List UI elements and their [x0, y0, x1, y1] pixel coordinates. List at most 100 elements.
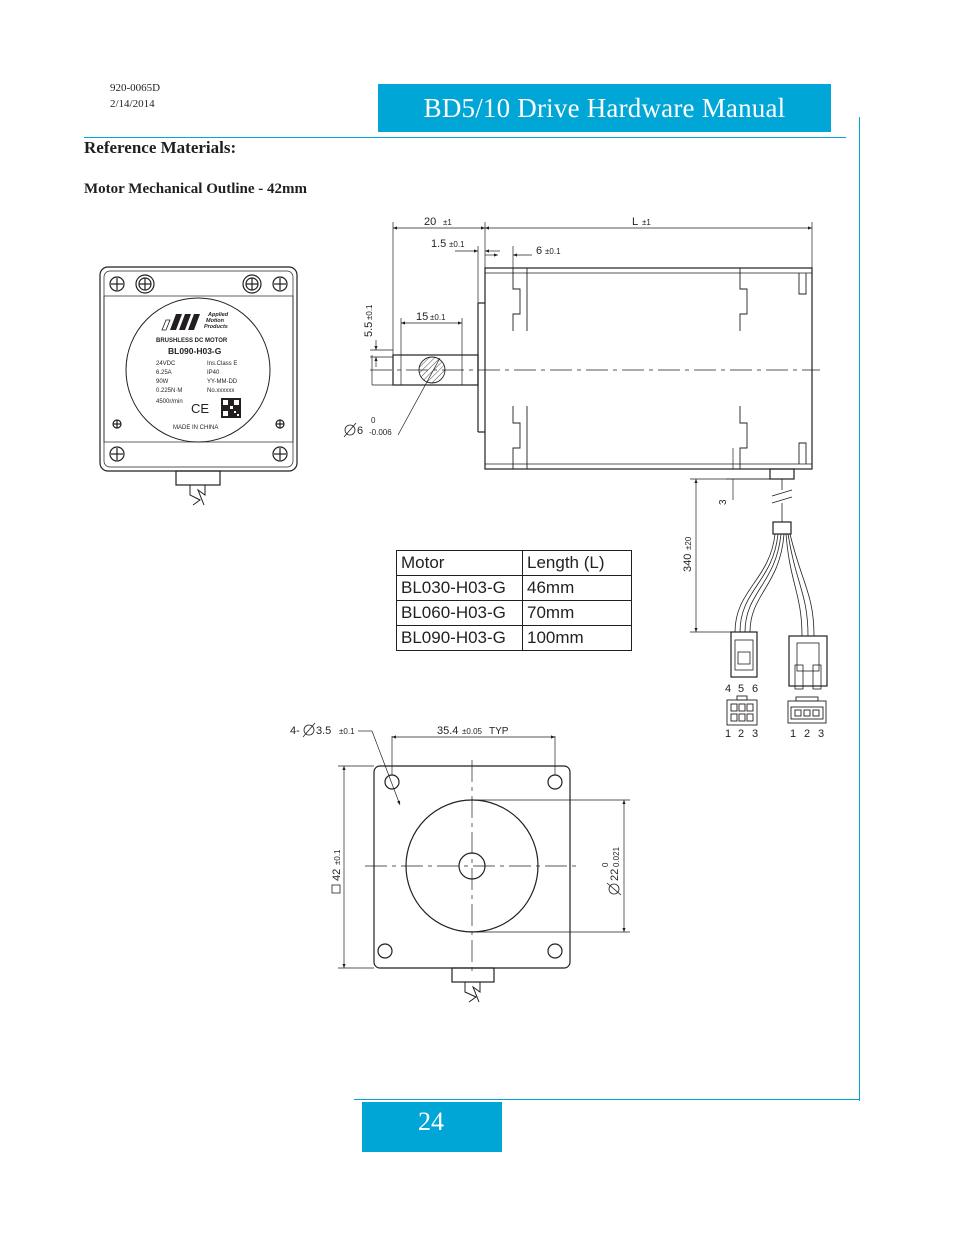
ce-mark-icon: CE — [191, 401, 209, 416]
table-row: BL090-H03-G 100mm — [396, 625, 632, 651]
dim-42-tol: ±0.1 — [333, 849, 342, 865]
brand-line2: Motion — [206, 318, 225, 324]
dim-L: L — [632, 216, 638, 228]
holes-count: 4- — [290, 725, 300, 737]
mounting-hole-icon — [272, 446, 288, 462]
motor-label-plate: Applied Motion Products BRUSHLESS DC MOT… — [156, 312, 241, 431]
spec-ip: IP40 — [207, 370, 220, 376]
dim-1-5-tol: ±0.1 — [449, 240, 465, 249]
diameter-icon — [606, 882, 622, 896]
table-header: Length (L) — [522, 550, 632, 576]
spec-speed: 4500r/min — [156, 399, 183, 405]
brand-line3: Products — [204, 324, 228, 330]
dim-6-tol: ±0.1 — [545, 247, 561, 256]
table-cell: 100mm — [522, 625, 632, 651]
pin-2a: 2 — [738, 728, 744, 740]
motor-front-view-outline — [365, 760, 580, 1003]
pilot-tol-lower: 0.021 — [612, 846, 621, 867]
dim-20-tol: ±1 — [443, 218, 452, 227]
table-cell: BL090-H03-G — [396, 625, 523, 651]
spec-date: YY-MM-DD — [207, 379, 238, 385]
footer-rule — [354, 1099, 860, 1100]
made-in-china: MADE IN CHINA — [173, 425, 218, 431]
spec-current: 6.25A — [156, 370, 172, 376]
motor-side-view — [370, 267, 828, 690]
page-number: 24 — [362, 1102, 502, 1152]
hole-diameter: 3.5 — [316, 725, 331, 737]
table-header-row: Motor Length (L) — [396, 550, 632, 576]
brand-line1: Applied — [207, 312, 229, 318]
hole-tol: ±0.1 — [339, 727, 355, 736]
mounting-hole-icon — [135, 274, 155, 294]
table-row: BL030-H03-G 46mm — [396, 575, 632, 601]
dim-3: 3 — [718, 499, 729, 505]
pilot-diameter: 22 — [609, 869, 621, 881]
table-cell: BL060-H03-G — [396, 600, 523, 626]
table-cell: BL030-H03-G — [396, 575, 523, 601]
dim-340-tol: ±20 — [684, 536, 693, 550]
shaft-tol-upper: 0 — [371, 416, 376, 425]
dim-5-5-tol: ±0.1 — [365, 304, 374, 320]
pin-4: 4 — [725, 683, 731, 695]
mounting-hole-icon — [242, 274, 262, 294]
spec-insulation: Ins.Class E — [207, 361, 237, 367]
model-number: BL090-H03-G — [168, 346, 222, 356]
dim-6: 6 — [536, 245, 542, 257]
pin-1b: 1 — [790, 728, 796, 740]
table-header: Motor — [396, 550, 523, 576]
table-cell: 46mm — [522, 575, 632, 601]
dim-340: 340 — [682, 554, 694, 572]
motor-length-table: Motor Length (L) BL030-H03-G 46mm BL060-… — [396, 550, 632, 651]
side-view-dimensions — [370, 222, 813, 633]
pilot-tol-upper: 0 — [601, 862, 610, 867]
table-row: BL060-H03-G 70mm — [396, 600, 632, 626]
connector-faces: 4 5 6 1 2 3 1 2 3 — [725, 683, 827, 740]
mounting-hole-icon — [112, 419, 122, 429]
document-number: 920-0065D — [110, 82, 161, 94]
six-pin-connector-icon — [726, 695, 758, 726]
manual-title-bar: BD5/10 Drive Hardware Manual — [378, 84, 831, 132]
diameter-icon — [343, 422, 357, 438]
dim-35-4-typ: TYP — [489, 726, 509, 737]
spec-serial: No.xxxxxx — [207, 388, 234, 394]
document-date: 2/14/2014 — [110, 98, 155, 110]
applied-motion-logo — [161, 314, 200, 331]
pin-1a: 1 — [725, 728, 731, 740]
header-rule — [84, 137, 846, 138]
table-cell: 70mm — [522, 600, 632, 626]
front-view-dimension-labels: 4- 3.5 ±0.1 35.4 ±0.05 TYP 42 ±0.1 22 0 … — [290, 722, 622, 896]
mounting-hole-icon — [272, 276, 288, 292]
product-type: BRUSHLESS DC MOTOR — [156, 338, 228, 344]
three-pin-connector-icon — [787, 696, 827, 724]
spec-voltage: 24VDC — [156, 361, 176, 367]
section-title: Reference Materials: — [84, 138, 237, 157]
spec-torque: 0.225N·M — [156, 388, 182, 394]
document-meta: 920-0065D 2/14/2014 — [110, 80, 160, 112]
pin-2b: 2 — [804, 728, 810, 740]
dim-20: 20 — [424, 216, 436, 228]
right-margin-rule — [859, 117, 860, 1101]
pin-6: 6 — [752, 683, 758, 695]
dim-L-tol: ±1 — [642, 218, 651, 227]
side-view-dimension-labels: 20 ±1 L ±1 1.5 ±0.1 6 ±0.1 15 ±0.1 5.5 ±… — [343, 216, 729, 572]
mounting-hole-icon — [275, 419, 285, 429]
square-symbol-icon — [331, 884, 341, 894]
pin-3b: 3 — [818, 728, 824, 740]
pin-3a: 3 — [752, 728, 758, 740]
qr-code-icon — [221, 398, 241, 418]
subsection-title: Motor Mechanical Outline - 42mm — [84, 181, 308, 197]
dim-15-tol: ±0.1 — [430, 313, 446, 322]
pin-5: 5 — [738, 683, 744, 695]
dim-35-4-tol: ±0.05 — [462, 727, 483, 736]
motor-front-view-labeled — [99, 266, 298, 506]
diameter-icon — [302, 722, 316, 738]
mounting-hole-icon — [109, 276, 125, 292]
dim-42: 42 — [331, 869, 343, 881]
dim-1-5: 1.5 — [431, 238, 446, 250]
front-view-dimensions — [338, 730, 630, 969]
shaft-tol-lower: -0.006 — [369, 428, 392, 437]
dim-5-5: 5.5 — [363, 322, 375, 337]
dim-35-4: 35.4 — [437, 725, 458, 737]
shaft-diameter: 6 — [357, 425, 363, 437]
